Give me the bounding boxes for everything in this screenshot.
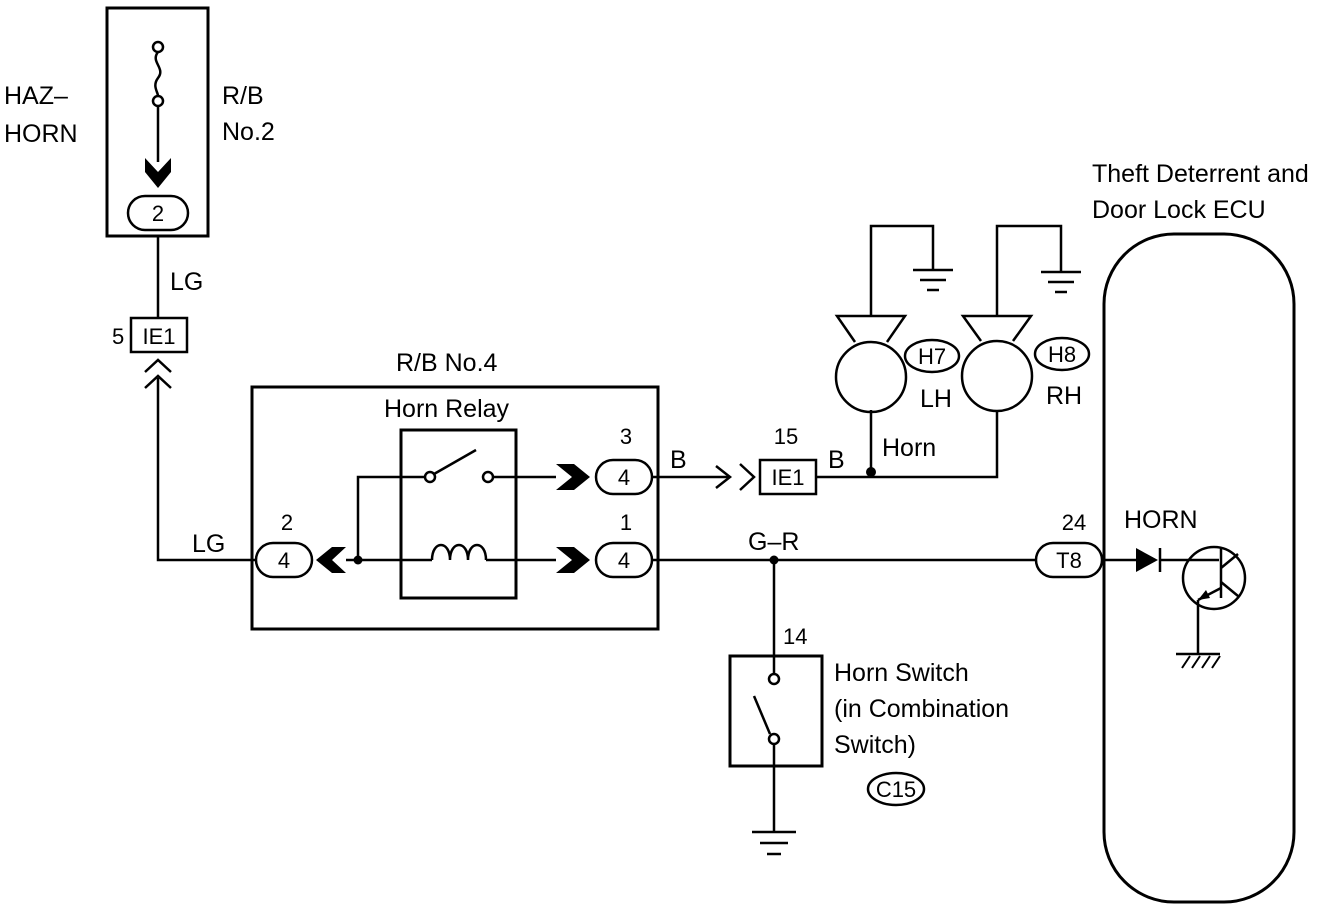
ie1-lower-pin: 15 bbox=[774, 424, 798, 449]
ecu-body bbox=[1102, 232, 1296, 904]
rb4-left-connector: 4 2 bbox=[254, 510, 346, 579]
wire-lg-bottom-label: LG bbox=[192, 530, 225, 558]
wire-b-relay-label: B bbox=[670, 446, 687, 474]
horn-rh-code: H8 bbox=[1048, 342, 1076, 367]
rb4-right-upper-connector: 4 3 bbox=[556, 424, 654, 496]
rb2-label-1: R/B bbox=[222, 82, 264, 110]
horn-lh-code: H7 bbox=[918, 344, 946, 369]
wire-lg-bottom bbox=[156, 378, 262, 562]
horn-switch-label-1: Horn Switch bbox=[834, 659, 969, 687]
connector-arrow-icon bbox=[556, 464, 590, 490]
horn-lh: H7 LH bbox=[834, 224, 961, 414]
horn-icon bbox=[834, 314, 908, 414]
haz-horn-label-1: HAZ– bbox=[4, 82, 68, 110]
switch-icon bbox=[752, 672, 781, 746]
ground-icon bbox=[913, 268, 953, 292]
relay-switch-icon bbox=[423, 448, 495, 484]
rb4-right-upper-inner: 4 bbox=[618, 465, 630, 490]
t8-connector: T8 24 bbox=[1034, 510, 1104, 579]
t8-pin: 24 bbox=[1062, 510, 1086, 535]
ground-icon bbox=[1041, 270, 1081, 294]
connector-arrow-icon bbox=[145, 158, 171, 188]
diode-icon bbox=[1136, 548, 1162, 572]
horn-switch-code: C15 bbox=[876, 777, 916, 802]
ie1-lower-name: IE1 bbox=[771, 465, 804, 490]
ecu-label-2: Door Lock ECU bbox=[1092, 196, 1266, 224]
horn-rh: H8 RH bbox=[960, 224, 1091, 413]
ie1-upper-pin: 5 bbox=[112, 324, 124, 349]
horn-rh-label: RH bbox=[1046, 382, 1082, 410]
relay-coil-icon bbox=[401, 543, 556, 562]
rb2-block: 2 bbox=[105, 6, 210, 238]
ground-icon bbox=[1176, 652, 1221, 669]
rb4-right-upper-pin: 3 bbox=[620, 424, 632, 449]
haz-horn-label-2: HORN bbox=[4, 120, 78, 148]
wire-lg-top-label: LG bbox=[170, 268, 203, 296]
horn-switch-label-3: Switch) bbox=[834, 731, 916, 759]
rb2-pin: 2 bbox=[152, 201, 164, 226]
rb2-label-2: No.2 bbox=[222, 118, 275, 146]
ecu-horn-label: HORN bbox=[1124, 506, 1198, 534]
connector-arrow-icon bbox=[316, 547, 346, 573]
horn-switch-code-badge bbox=[866, 771, 926, 807]
horn-icon bbox=[960, 314, 1034, 413]
transistor-icon bbox=[1181, 545, 1247, 611]
rb4-block bbox=[250, 385, 660, 631]
horn-label: Horn bbox=[882, 434, 936, 462]
horn-relay-label: Horn Relay bbox=[384, 395, 510, 423]
ie1-lower-connector: IE1 15 bbox=[758, 424, 818, 496]
rb4-right-lower-connector: 4 1 bbox=[556, 510, 654, 579]
ie1-upper-name: IE1 bbox=[142, 324, 175, 349]
rb4-left-inner: 4 bbox=[278, 548, 290, 573]
horn-lh-label: LH bbox=[920, 385, 952, 413]
wire-b-ie1-label: B bbox=[828, 446, 845, 474]
rb4-right-lower-pin: 1 bbox=[620, 510, 632, 535]
connector-arrow-icon bbox=[556, 547, 590, 573]
horn-switch-pin: 14 bbox=[783, 624, 807, 649]
ie1-upper-connector: IE1 5 bbox=[112, 316, 189, 389]
rb4-left-pin: 2 bbox=[281, 510, 293, 535]
horn-switch: 14 bbox=[728, 624, 824, 856]
horn-relay-box bbox=[399, 428, 518, 600]
rb4-right-lower-inner: 4 bbox=[618, 548, 630, 573]
wire-g-r-label: G–R bbox=[748, 528, 799, 556]
rb4-label: R/B No.4 bbox=[396, 349, 498, 377]
ecu-label-1: Theft Deterrent and bbox=[1092, 160, 1309, 188]
horn-switch-label-2: (in Combination bbox=[834, 695, 1009, 723]
fuse-icon bbox=[151, 40, 165, 108]
wire-b-horn bbox=[816, 410, 999, 479]
ground-icon bbox=[752, 830, 796, 856]
t8-name: T8 bbox=[1056, 548, 1082, 573]
